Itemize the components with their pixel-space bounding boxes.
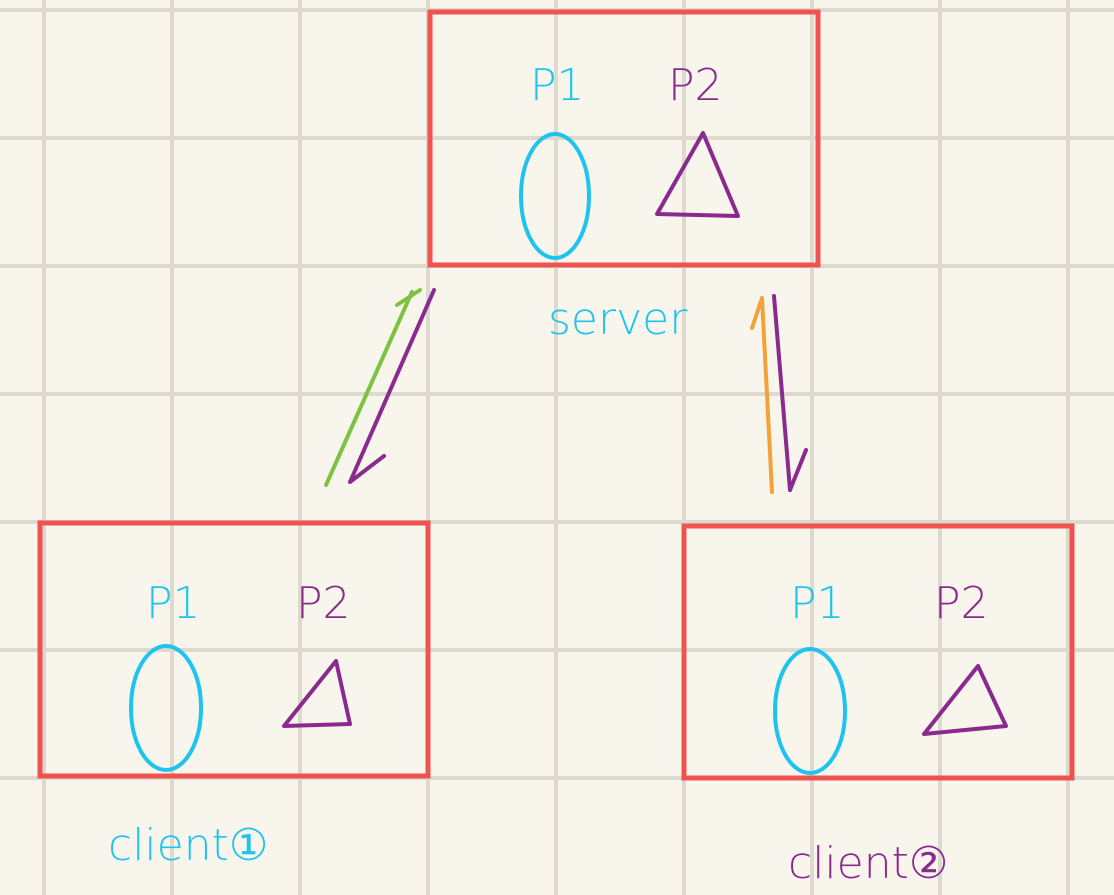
server-p2-triangle [655, 131, 740, 218]
server-p1-label: P1 [530, 60, 585, 111]
client1-p1-ellipse [129, 644, 203, 772]
link-server-client1 [324, 288, 436, 487]
client2-box [681, 523, 1075, 781]
server-p2-label: P2 [668, 60, 723, 111]
client2-p1-label: P1 [790, 578, 845, 629]
arrow-down-client1 [348, 288, 436, 484]
server-p1-ellipse [519, 132, 591, 260]
server-node: P1 P2 server [427, 9, 821, 345]
client2-p2-label: P2 [934, 578, 989, 629]
client1-p1-label: P1 [146, 578, 201, 629]
arrow-up-client1 [324, 288, 422, 487]
client2-p2-triangle [922, 664, 1008, 736]
client1-node: P1 P2 client① [37, 520, 431, 871]
client1-label: client① [108, 820, 268, 871]
client1-box [37, 520, 431, 779]
client2-label: client② [788, 838, 948, 889]
client1-p2-triangle [282, 659, 352, 728]
link-server-client2 [750, 294, 808, 494]
client1-p2-label: P2 [296, 578, 351, 629]
server-box [427, 9, 821, 268]
arrow-up-client2 [750, 296, 774, 494]
arrow-down-client2 [772, 294, 808, 492]
client2-p1-ellipse [773, 647, 847, 775]
client2-node: P1 P2 client② [681, 523, 1075, 889]
server-label: server [548, 294, 688, 345]
